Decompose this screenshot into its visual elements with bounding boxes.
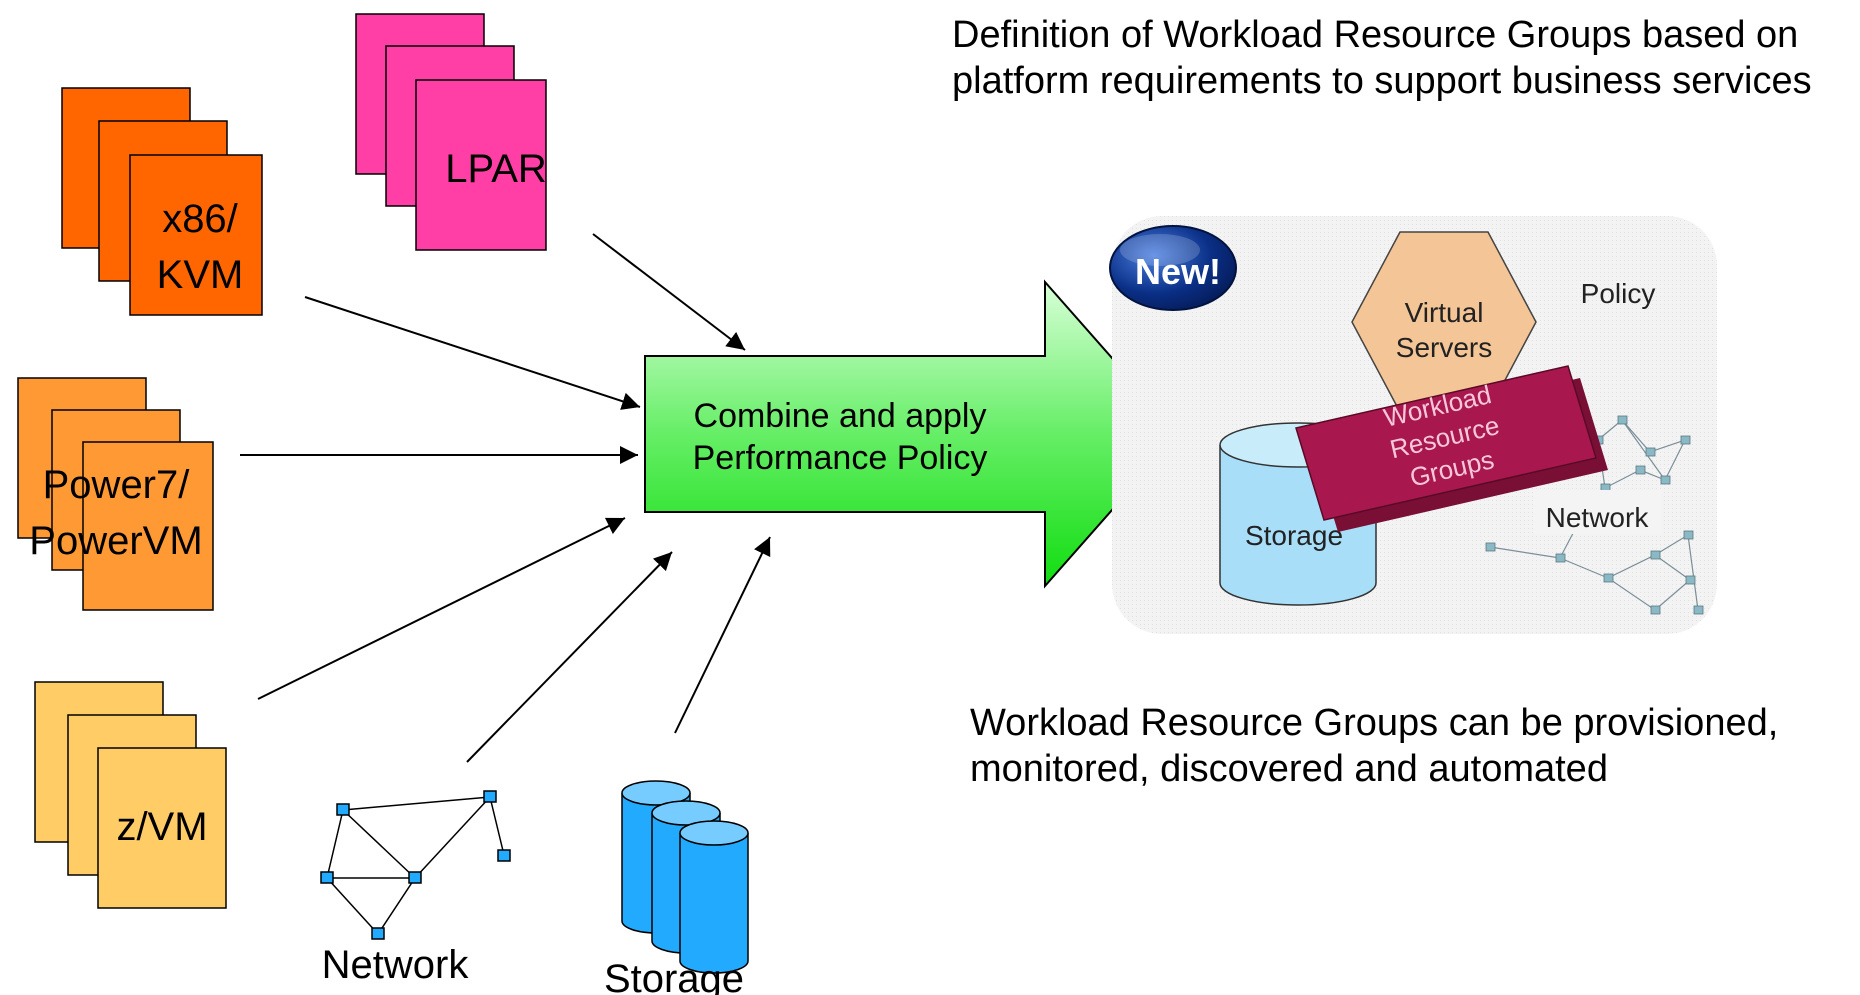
new-badge: New! xyxy=(1109,225,1237,311)
x86-kvm-stack: x86/ KVM xyxy=(61,87,263,316)
network-label: Network xyxy=(322,943,470,987)
panel-network-nodes xyxy=(1485,415,1704,615)
lpar-stack: LPAR xyxy=(355,13,547,251)
combine-line-1: Combine and apply xyxy=(694,397,987,435)
kvm-label: KVM xyxy=(157,253,244,297)
virtual-servers-hexagon: Virtual Servers xyxy=(1351,231,1537,413)
power7-label: Power7/ xyxy=(43,463,191,507)
panel-network-label: Network xyxy=(1546,502,1650,533)
x86-label: x86/ xyxy=(162,197,238,241)
power-stack: Power7/ PowerVM xyxy=(17,377,214,611)
workload-resource-groups-image: Storage Virtual Servers Policy Workload … xyxy=(1109,216,1717,634)
definition-text: Definition of Workload Resource Groups b… xyxy=(952,14,1812,102)
policy-label: Policy xyxy=(1581,278,1656,309)
zvm-label: z/VM xyxy=(116,805,207,849)
virtual-label: Virtual xyxy=(1405,297,1484,328)
flow-arrows xyxy=(240,233,771,763)
new-label: New! xyxy=(1135,251,1221,292)
lpar-label: LPAR xyxy=(445,147,547,191)
servers-label: Servers xyxy=(1396,332,1492,363)
powervm-label: PowerVM xyxy=(29,519,202,563)
zvm-stack: z/VM xyxy=(34,681,227,909)
workload-slab: Workload Resource Groups xyxy=(1295,365,1608,532)
panel-storage-label: Storage xyxy=(1245,520,1343,551)
combine-line-2: Performance Policy xyxy=(693,439,988,477)
panel-network-graph xyxy=(1489,419,1699,611)
storage-label: Storage xyxy=(604,957,744,995)
storage-icon: Storage xyxy=(604,780,749,995)
capabilities-text: Workload Resource Groups can be provisio… xyxy=(970,702,1779,790)
combine-arrow: Combine and apply Performance Policy xyxy=(644,279,1181,589)
network-icon: Network xyxy=(320,790,511,987)
